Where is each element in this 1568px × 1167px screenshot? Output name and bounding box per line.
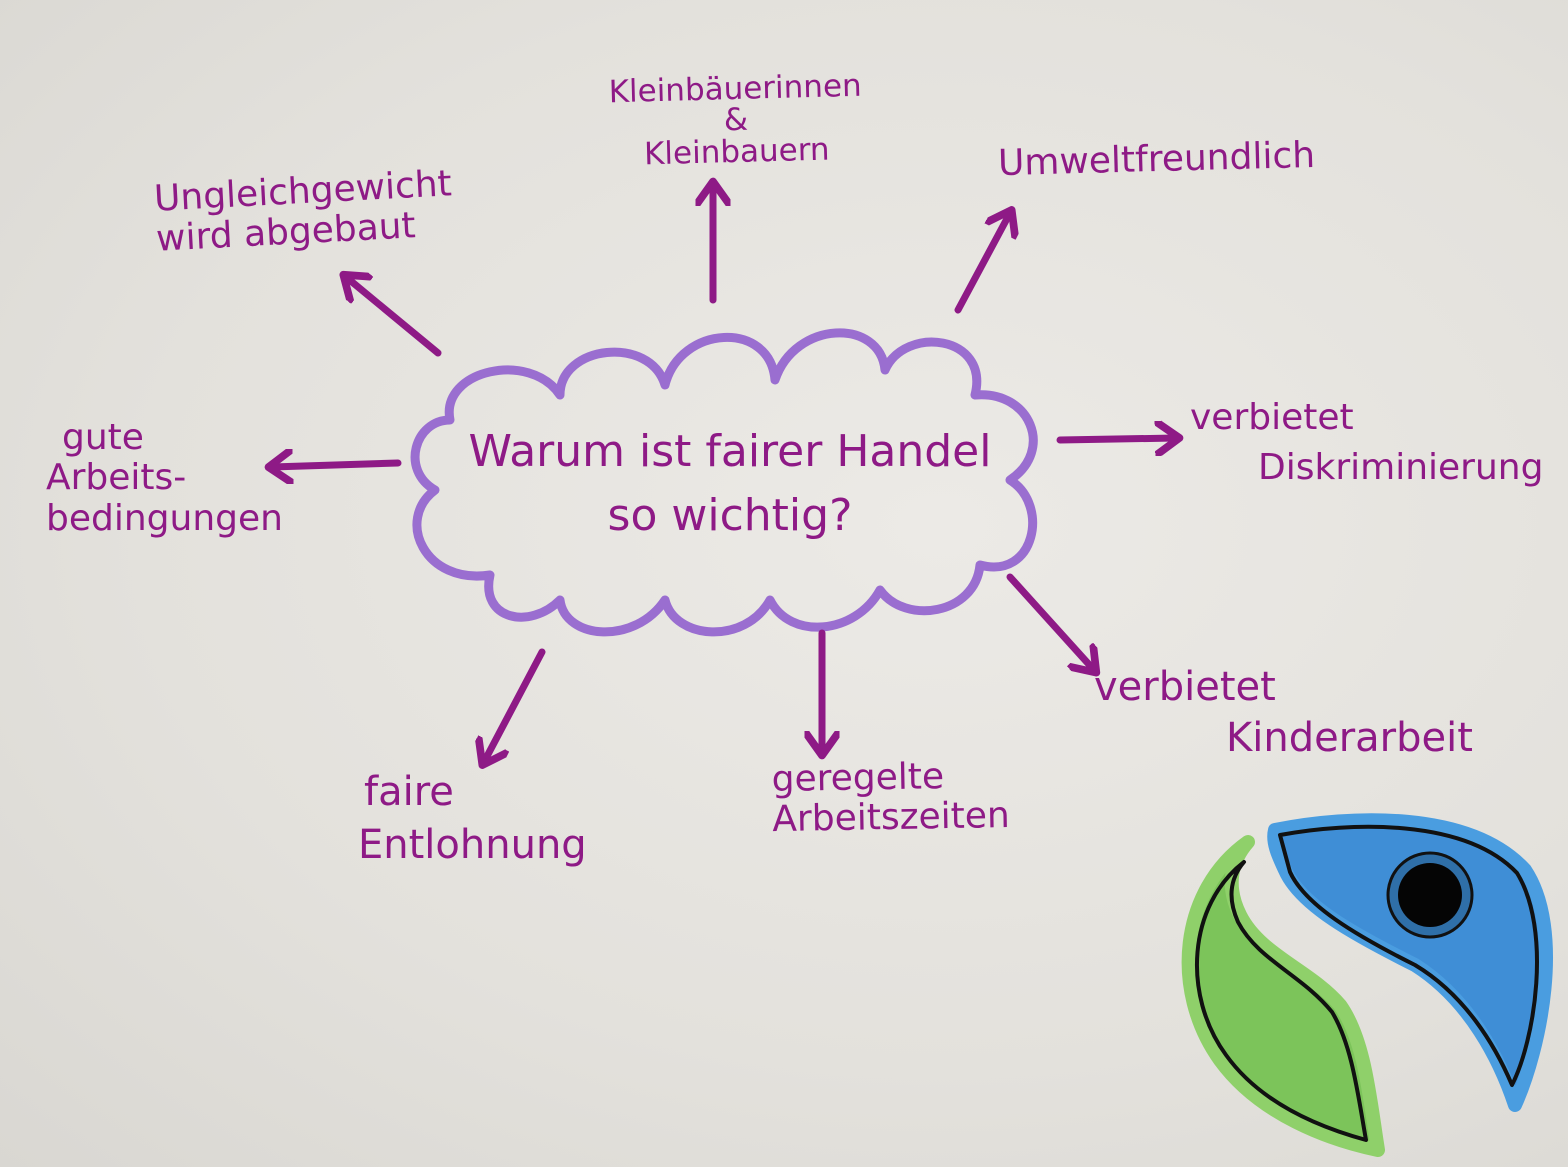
fairtrade-logo xyxy=(1181,813,1554,1157)
node-arbeitszeiten-line1: geregelte xyxy=(771,756,945,801)
arrow-left xyxy=(272,463,402,467)
node-arbeitszeiten-line2: Arbeitszeiten xyxy=(772,795,1011,841)
node-kinderarbeit-line1: verbietet xyxy=(1094,664,1276,710)
central-question-line1: Warum ist fairer Handel xyxy=(468,426,992,477)
node-diskriminierung-line2: Diskriminierung xyxy=(1258,447,1544,489)
arrow-up-right xyxy=(954,213,1010,314)
node-kinderarbeit-line2: Kinderarbeit xyxy=(1226,714,1473,761)
arrow-up-left xyxy=(346,277,442,357)
arrow-down-right xyxy=(1006,573,1094,670)
thought-cloud xyxy=(410,328,1038,637)
node-kinderarbeit: verbietet Kinderarbeit xyxy=(1094,665,1473,761)
node-ungleichgewicht: Ungleichgewicht wird abgebaut xyxy=(153,163,455,260)
node-arbeitsbedingungen: gute Arbeits- bedingungen xyxy=(46,417,283,539)
node-entlohnung-line2: Entlohnung xyxy=(358,821,587,868)
node-umweltfreundlich: Umweltfreundlich xyxy=(997,134,1316,185)
node-kleinbauern-line3: Kleinbauern xyxy=(643,131,830,173)
node-kleinbauern: Kleinbäuerinnen & Kleinbauern xyxy=(605,68,867,173)
node-entlohnung: faire Entlohnung xyxy=(358,770,587,868)
central-question-line2: so wichtig? xyxy=(607,489,853,541)
node-umweltfreundlich-line1: Umweltfreundlich xyxy=(997,134,1316,185)
logo-eye xyxy=(1398,863,1462,927)
node-diskriminierung-line1: verbietet xyxy=(1190,397,1354,438)
arrow-down-left xyxy=(484,648,546,762)
node-diskriminierung: verbietet Diskriminierung xyxy=(1190,397,1544,489)
node-entlohnung-line1: faire xyxy=(364,769,454,815)
node-arbeitszeiten: geregelte Arbeitszeiten xyxy=(771,756,1010,841)
node-arbeitsbedingungen-line1: gute xyxy=(62,417,144,458)
central-question: Warum ist fairer Handel so wichtig? xyxy=(440,420,1020,548)
node-arbeitsbedingungen-line2: Arbeits- xyxy=(46,457,187,499)
logo-blue-shape xyxy=(1267,813,1554,1112)
arrow-right xyxy=(1056,438,1176,440)
node-arbeitsbedingungen-line3: bedingungen xyxy=(46,497,283,539)
